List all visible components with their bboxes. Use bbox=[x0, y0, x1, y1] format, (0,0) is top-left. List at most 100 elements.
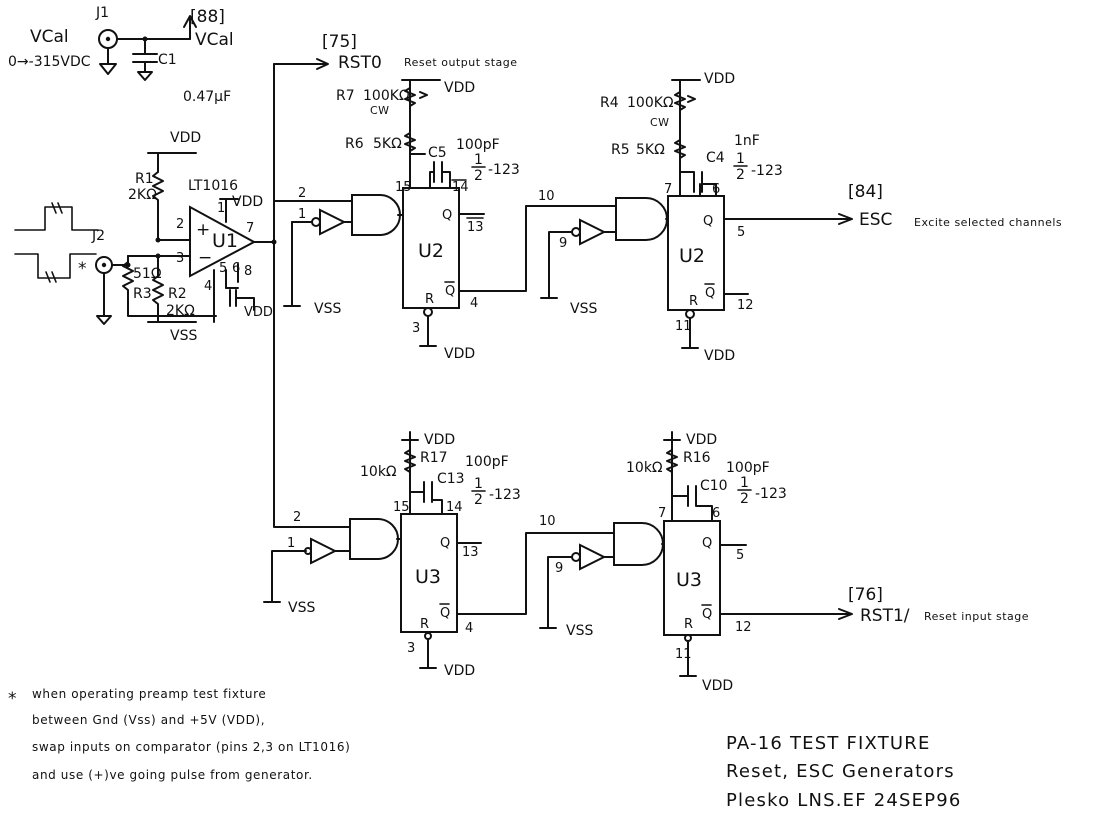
u3b-vdd-label: VDD bbox=[686, 432, 717, 448]
u3b-and-gate bbox=[613, 522, 664, 566]
u1-pin-5: 5 bbox=[219, 261, 227, 276]
u3a-part-suffix: -123 bbox=[489, 487, 521, 503]
positive-pulse-waveform bbox=[14, 206, 99, 231]
c4-ref: C4 bbox=[706, 150, 725, 166]
c1-value: 0.47µF bbox=[183, 89, 231, 105]
u3b-reset-pin: 11 bbox=[675, 647, 692, 662]
resistor-r1-symbol bbox=[152, 171, 164, 241]
rst1-sheet-ref: [76] bbox=[848, 585, 883, 605]
u3b-vss-label: VSS bbox=[566, 623, 593, 639]
rst0-description: Reset output stage bbox=[404, 56, 518, 69]
u3b-input-inverter bbox=[579, 532, 614, 571]
u3a-qbar-pin: 4 bbox=[465, 621, 473, 636]
u3a-cext-pin: 14 bbox=[446, 500, 463, 515]
u3b-q-label: Q bbox=[702, 536, 712, 551]
vcal-output-label: [88] VCal bbox=[183, 7, 234, 50]
stage-u2b: 10 9 VSS U2 Q Q R 5 12 11 VDD 7 6 R5 5KΩ… bbox=[538, 71, 853, 364]
u2b-vss-label: VSS bbox=[570, 301, 597, 317]
u2b-q-label: Q bbox=[703, 214, 713, 229]
rst0-sheet-ref: [75] bbox=[322, 32, 357, 52]
c5-capacitor-symbol bbox=[433, 161, 443, 183]
u2a-q-pin: 13 bbox=[467, 220, 484, 235]
u3a-frac-num: 1 bbox=[474, 476, 483, 492]
u3b-frac-num: 1 bbox=[740, 475, 749, 491]
u2b-cext-pin: 6 bbox=[712, 182, 720, 197]
u3a-and-gate bbox=[349, 518, 399, 560]
svg-text:+: + bbox=[196, 220, 210, 240]
footnote-line-3: swap inputs on comparator (pins 2,3 on L… bbox=[32, 740, 350, 754]
r1-ref: R1 bbox=[135, 171, 154, 187]
u1-pin-1: 1 bbox=[217, 201, 225, 216]
r4-ref: R4 bbox=[600, 95, 619, 111]
j2-ref: J2 bbox=[91, 228, 105, 244]
vcal-sheet-ref: [88] bbox=[190, 7, 225, 27]
u3a-input-inverter bbox=[310, 537, 350, 565]
u3a-q-label: Q bbox=[440, 536, 450, 551]
u2a-frac-num: 1 bbox=[474, 152, 483, 168]
esc-description: Excite selected channels bbox=[914, 216, 1062, 229]
r7-wiper-label: CW bbox=[370, 104, 390, 117]
j2-pulse-input: J2 * bbox=[14, 202, 131, 325]
u2b-pin-b: 10 bbox=[538, 189, 555, 204]
r4-vdd-label: VDD bbox=[704, 71, 735, 87]
u1-pin-3: 3 bbox=[176, 251, 184, 266]
lt1016-triangle-symbol bbox=[189, 205, 257, 278]
stage-u2a: 2 1 VSS U2 Q Q R 13 4 3 VDD 15 14 R6 5KΩ… bbox=[273, 79, 571, 362]
u2b-frac-num: 1 bbox=[736, 151, 745, 167]
rst1-output-label: [76] RST1/ Reset input stage bbox=[848, 585, 1029, 626]
u1-pin-2: 2 bbox=[176, 217, 184, 232]
u2a-q-label: Q bbox=[442, 208, 452, 223]
u3b-chip-ref: U3 bbox=[676, 569, 702, 591]
u2a-and-gate bbox=[351, 194, 401, 236]
u2a-reset-vdd-label: VDD bbox=[444, 346, 475, 362]
esc-output-label: [84] ESC Excite selected channels bbox=[848, 182, 1062, 230]
rst0-output-label: [75] RST0 Reset output stage bbox=[322, 32, 518, 73]
r7-value: 100KΩ bbox=[363, 88, 410, 104]
comparator-vss-label: VSS bbox=[170, 328, 197, 344]
u2b-reset-vdd-label: VDD bbox=[704, 348, 735, 364]
resistor-r6-symbol bbox=[404, 132, 416, 155]
u2a-frac-den: 2 bbox=[474, 168, 483, 184]
u2b-reset-label: R bbox=[689, 294, 698, 309]
r7-ref: R7 bbox=[336, 88, 355, 104]
r17-ref: R17 bbox=[420, 450, 448, 466]
u3a-frac-den: 2 bbox=[474, 492, 483, 508]
j1-ref: J1 bbox=[95, 5, 109, 21]
u2b-frac-den: 2 bbox=[736, 167, 745, 183]
j2-marker: * bbox=[78, 259, 87, 279]
u3a-q-pin: 13 bbox=[462, 545, 479, 560]
r16-ref: R16 bbox=[683, 450, 711, 466]
r7-vdd-label: VDD bbox=[444, 80, 475, 96]
u2a-rext-pin: 15 bbox=[395, 180, 412, 195]
r2-ref: R2 bbox=[168, 286, 187, 302]
u2a-cext-pin: 14 bbox=[452, 180, 469, 195]
u3b-chip-body bbox=[663, 520, 721, 636]
c5-value: 100pF bbox=[456, 137, 500, 153]
u3b-qbar-pin: 12 bbox=[735, 620, 752, 635]
r2-value: 2KΩ bbox=[166, 303, 195, 319]
u1-vdd-label: VDD bbox=[232, 194, 263, 210]
r5-ref: R5 bbox=[611, 142, 630, 158]
u3b-pin-b: 10 bbox=[539, 514, 556, 529]
resistor-r17-symbol bbox=[401, 431, 419, 479]
u1-pin-4: 4 bbox=[204, 279, 212, 294]
comparator-vdd-label: VDD bbox=[170, 130, 201, 146]
u1-pin-6: 6 bbox=[232, 261, 240, 276]
rst1-net-name: RST1/ bbox=[860, 606, 910, 626]
r1-value: 2KΩ bbox=[128, 187, 157, 203]
lt1016-part-label: LT1016 bbox=[188, 178, 238, 194]
potentiometer-r4-symbol bbox=[671, 79, 701, 141]
u3b-pin-a: 9 bbox=[555, 561, 563, 576]
footnote-line-4: and use (+)ve going pulse from generator… bbox=[32, 768, 313, 782]
u2a-qbar-label: Q bbox=[445, 284, 455, 299]
stage-u3a: 2 1 VSS U3 Q Q R 13 4 3 VDD 15 14 10kΩ R… bbox=[263, 431, 591, 679]
u1-pin-8: 8 bbox=[244, 264, 252, 279]
u1-bypass-vdd-label: VDD bbox=[244, 305, 273, 320]
c13-value: 100pF bbox=[465, 454, 509, 470]
u2b-qbar-pin: 12 bbox=[737, 298, 754, 313]
u3a-vdd-label: VDD bbox=[424, 432, 455, 448]
u2a-part-suffix: -123 bbox=[488, 162, 520, 178]
u2b-qbar-label: Q bbox=[705, 286, 715, 301]
u2b-rext-pin: 7 bbox=[664, 182, 672, 197]
r3-ref: R3 bbox=[133, 286, 152, 302]
